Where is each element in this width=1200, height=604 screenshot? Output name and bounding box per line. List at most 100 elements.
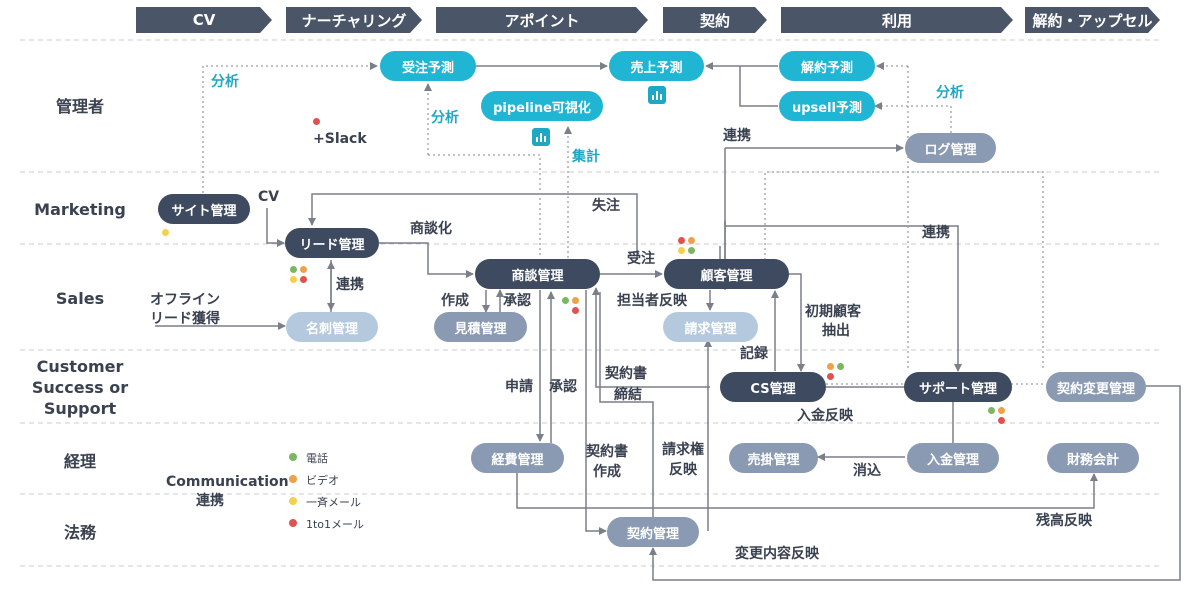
label-analysis: 分析: [936, 85, 964, 101]
label-link: 連携: [922, 225, 950, 241]
email-1to1-dot: [572, 307, 579, 314]
label-deal-conversion: 商談化: [410, 221, 452, 237]
email-1to1-dot: [313, 118, 320, 125]
mass-email-dot: [290, 276, 297, 283]
node-payment-mgmt[interactable]: 入金管理: [907, 443, 999, 473]
mass-email-dot: [162, 229, 169, 236]
video-dot: [998, 407, 1005, 414]
bar-chart-icon: [648, 86, 666, 104]
node-support-mgmt[interactable]: サポート管理: [904, 372, 1012, 402]
mass-email-dot: [678, 247, 685, 254]
legend-label: 一斉メール: [306, 496, 361, 509]
label-contract-sign: 締結: [614, 387, 642, 403]
legend-phone-dot: [289, 453, 297, 461]
label-create: 作成: [441, 293, 469, 309]
label-slack: +Slack: [313, 131, 367, 147]
node-quote-mgmt[interactable]: 見積管理: [434, 312, 527, 342]
lane-marketing: Marketing: [34, 200, 126, 219]
phase-contract: 契約: [663, 7, 767, 33]
node-customer-mgmt[interactable]: 顧客管理: [664, 259, 789, 289]
lane-legal: 法務: [63, 523, 96, 542]
lane-customer-success: Customer Success or Support: [31, 357, 129, 418]
lane-sales: Sales: [55, 289, 105, 308]
phone-dot: [988, 407, 995, 414]
label-communication-link: 連携: [196, 493, 224, 509]
email-1to1-dot: [300, 276, 307, 283]
label-initial-customer: 抽出: [822, 323, 850, 339]
legend-mass-email-dot: [289, 497, 297, 505]
node-expense-mgmt[interactable]: 経費管理: [471, 443, 564, 473]
node-deal-mgmt[interactable]: 商談管理: [475, 259, 600, 289]
node-billing-mgmt[interactable]: 請求管理: [663, 312, 758, 342]
node-log-mgmt[interactable]: ログ管理: [905, 133, 996, 163]
bar-chart-icon: [532, 128, 550, 146]
phase-cv: CV: [136, 7, 272, 33]
phone-dot: [688, 247, 695, 254]
label-balance-reflect: 残高反映: [1036, 513, 1092, 529]
phone-dot: [290, 266, 297, 273]
email-1to1-dot: [678, 237, 685, 244]
legend-label: 電話: [306, 452, 328, 465]
node-cs-mgmt[interactable]: CS管理: [720, 372, 826, 402]
node-churn-forecast[interactable]: 解約予測: [779, 51, 875, 81]
solid-flows: [155, 62, 1181, 581]
node-upsell-forecast[interactable]: upsell予測: [779, 91, 875, 121]
label-contract-create: 作成: [593, 464, 621, 480]
legend-label: 1to1メール: [306, 518, 365, 531]
label-approve: 承認: [503, 293, 531, 309]
label-approve: 承認: [549, 379, 577, 395]
label-initial-customer: 初期顧客: [805, 304, 861, 320]
legend-label: ビデオ: [306, 474, 339, 487]
label-link: 連携: [723, 128, 751, 144]
node-contract-change-mgmt[interactable]: 契約変更管理: [1046, 372, 1146, 402]
node-order-forecast[interactable]: 受注予測: [380, 51, 476, 81]
node-receivable-mgmt[interactable]: 売掛管理: [729, 443, 818, 473]
node-business-card-mgmt[interactable]: 名刺管理: [286, 312, 378, 342]
video-dot: [688, 237, 695, 244]
label-aggregate: 集計: [572, 149, 600, 165]
email-1to1-dot: [998, 417, 1005, 424]
phase-usage: 利用: [781, 7, 1013, 33]
node-contract-mgmt[interactable]: 契約管理: [607, 517, 699, 547]
label-owner-reflect: 担当者反映: [617, 293, 687, 309]
label-contract-sign: 契約書: [605, 366, 647, 382]
label-billing-right: 反映: [669, 462, 697, 478]
label-reconcile: 消込: [853, 463, 881, 479]
label-offline-lead: リード獲得: [150, 311, 220, 327]
node-financial-accounting[interactable]: 財務会計: [1047, 443, 1139, 473]
label-communication: Communication: [166, 474, 289, 490]
node-sales-forecast[interactable]: 売上予測: [609, 51, 704, 81]
label-change-reflect: 変更内容反映: [735, 546, 819, 562]
node-site-mgmt[interactable]: サイト管理: [158, 194, 250, 224]
label-won: 受注: [627, 251, 655, 267]
video-dot: [300, 266, 307, 273]
label-link: 連携: [336, 277, 364, 293]
phase-nurturing: ナーチャリング: [286, 7, 422, 33]
email-1to1-dot: [827, 373, 834, 380]
legend-video-dot: [289, 475, 297, 483]
label-analysis: 分析: [431, 110, 459, 126]
legend-1to1-email-dot: [289, 519, 297, 527]
label-payment-reflect: 入金反映: [797, 408, 853, 424]
label-contract-create: 契約書: [586, 444, 628, 460]
lane-manager: 管理者: [55, 97, 104, 116]
lane-accounting: 経理: [63, 452, 96, 471]
video-dot: [572, 297, 579, 304]
phone-dot: [562, 297, 569, 304]
label-apply: 申請: [505, 379, 533, 395]
label-analysis: 分析: [211, 74, 239, 90]
phone-dot: [837, 363, 844, 370]
phase-appointment: アポイント: [436, 7, 648, 33]
phase-churn-upsell: 解約・アップセル: [1025, 7, 1160, 33]
lane-separators: [20, 39, 1160, 567]
node-pipeline-visualization[interactable]: pipeline可視化: [481, 91, 603, 121]
label-offline-lead: オフライン: [150, 292, 220, 308]
label-record: 記録: [740, 346, 768, 362]
dotted-flows: [202, 62, 1045, 385]
video-dot: [827, 363, 834, 370]
label-lost: 失注: [592, 198, 620, 214]
node-lead-mgmt[interactable]: リード管理: [285, 228, 379, 258]
label-cv: CV: [258, 189, 280, 205]
